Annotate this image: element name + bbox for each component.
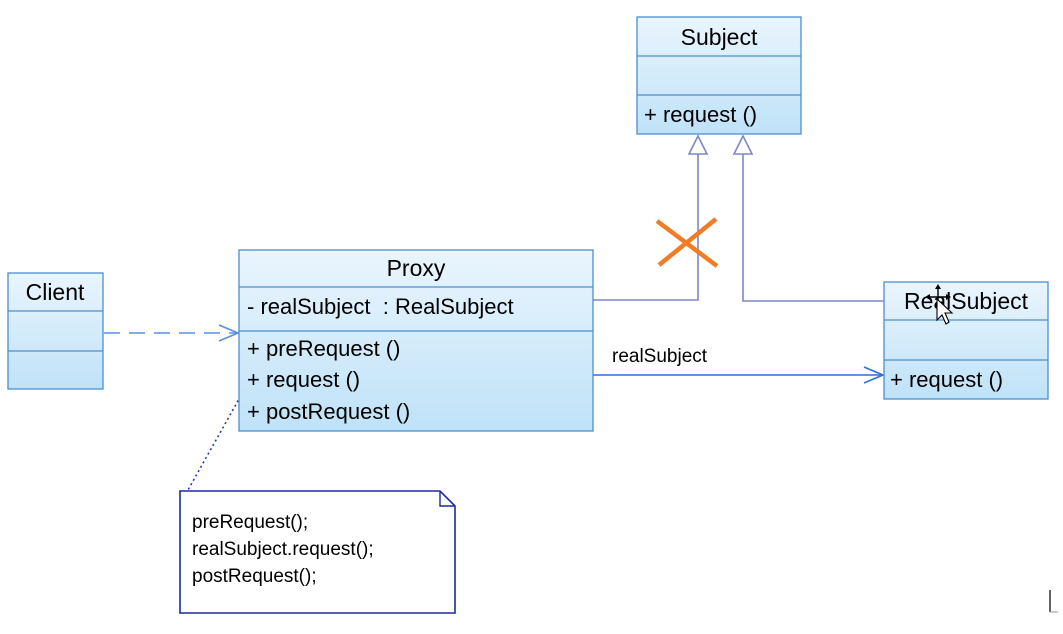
client-class-name: Client <box>26 279 85 305</box>
proxy-operation-prerequest: + preRequest () <box>247 336 400 361</box>
class-client[interactable]: Client <box>7 272 104 390</box>
note-line-1: preRequest(); <box>192 512 308 533</box>
proxy-subject-generalization-line[interactable] <box>593 154 699 301</box>
proxy-class-name: Proxy <box>387 255 446 281</box>
proxy-attribute-realsubject: - realSubject : RealSubject <box>247 294 514 319</box>
class-subject[interactable]: Subject + request () <box>636 16 802 135</box>
proxy-operation-request: + request () <box>247 367 360 392</box>
realsubject-subject-generalization-arrowhead <box>732 134 754 155</box>
proxy-subject-generalization-arrowhead <box>687 134 709 155</box>
class-proxy[interactable]: Proxy - realSubject : RealSubject + preR… <box>238 249 594 432</box>
move-cursor-icon <box>925 284 954 325</box>
subject-class-name: Subject <box>681 24 758 50</box>
realsubject-subject-generalization-line[interactable] <box>742 154 884 302</box>
text-cursor-icon <box>1049 590 1058 613</box>
note-box[interactable]: preRequest(); realSubject.request(); pos… <box>179 490 456 614</box>
subject-operation-request: + request () <box>644 102 757 127</box>
class-real-subject[interactable]: RealSubject + request () <box>883 281 1049 400</box>
client-proxy-dependency-arrowhead <box>218 324 241 342</box>
proxy-operation-postrequest: + postRequest () <box>247 399 410 424</box>
cross-mark-icon <box>655 217 719 268</box>
note-link-line <box>187 382 249 491</box>
note-line-3: postRequest(); <box>192 566 317 587</box>
realsubject-operation-request: + request () <box>890 367 1003 392</box>
association-label: realSubject <box>612 346 708 367</box>
realsubject-class-name: RealSubject <box>904 288 1029 314</box>
association-arrowhead <box>863 366 886 384</box>
note-line-2: realSubject.request(); <box>192 539 374 560</box>
